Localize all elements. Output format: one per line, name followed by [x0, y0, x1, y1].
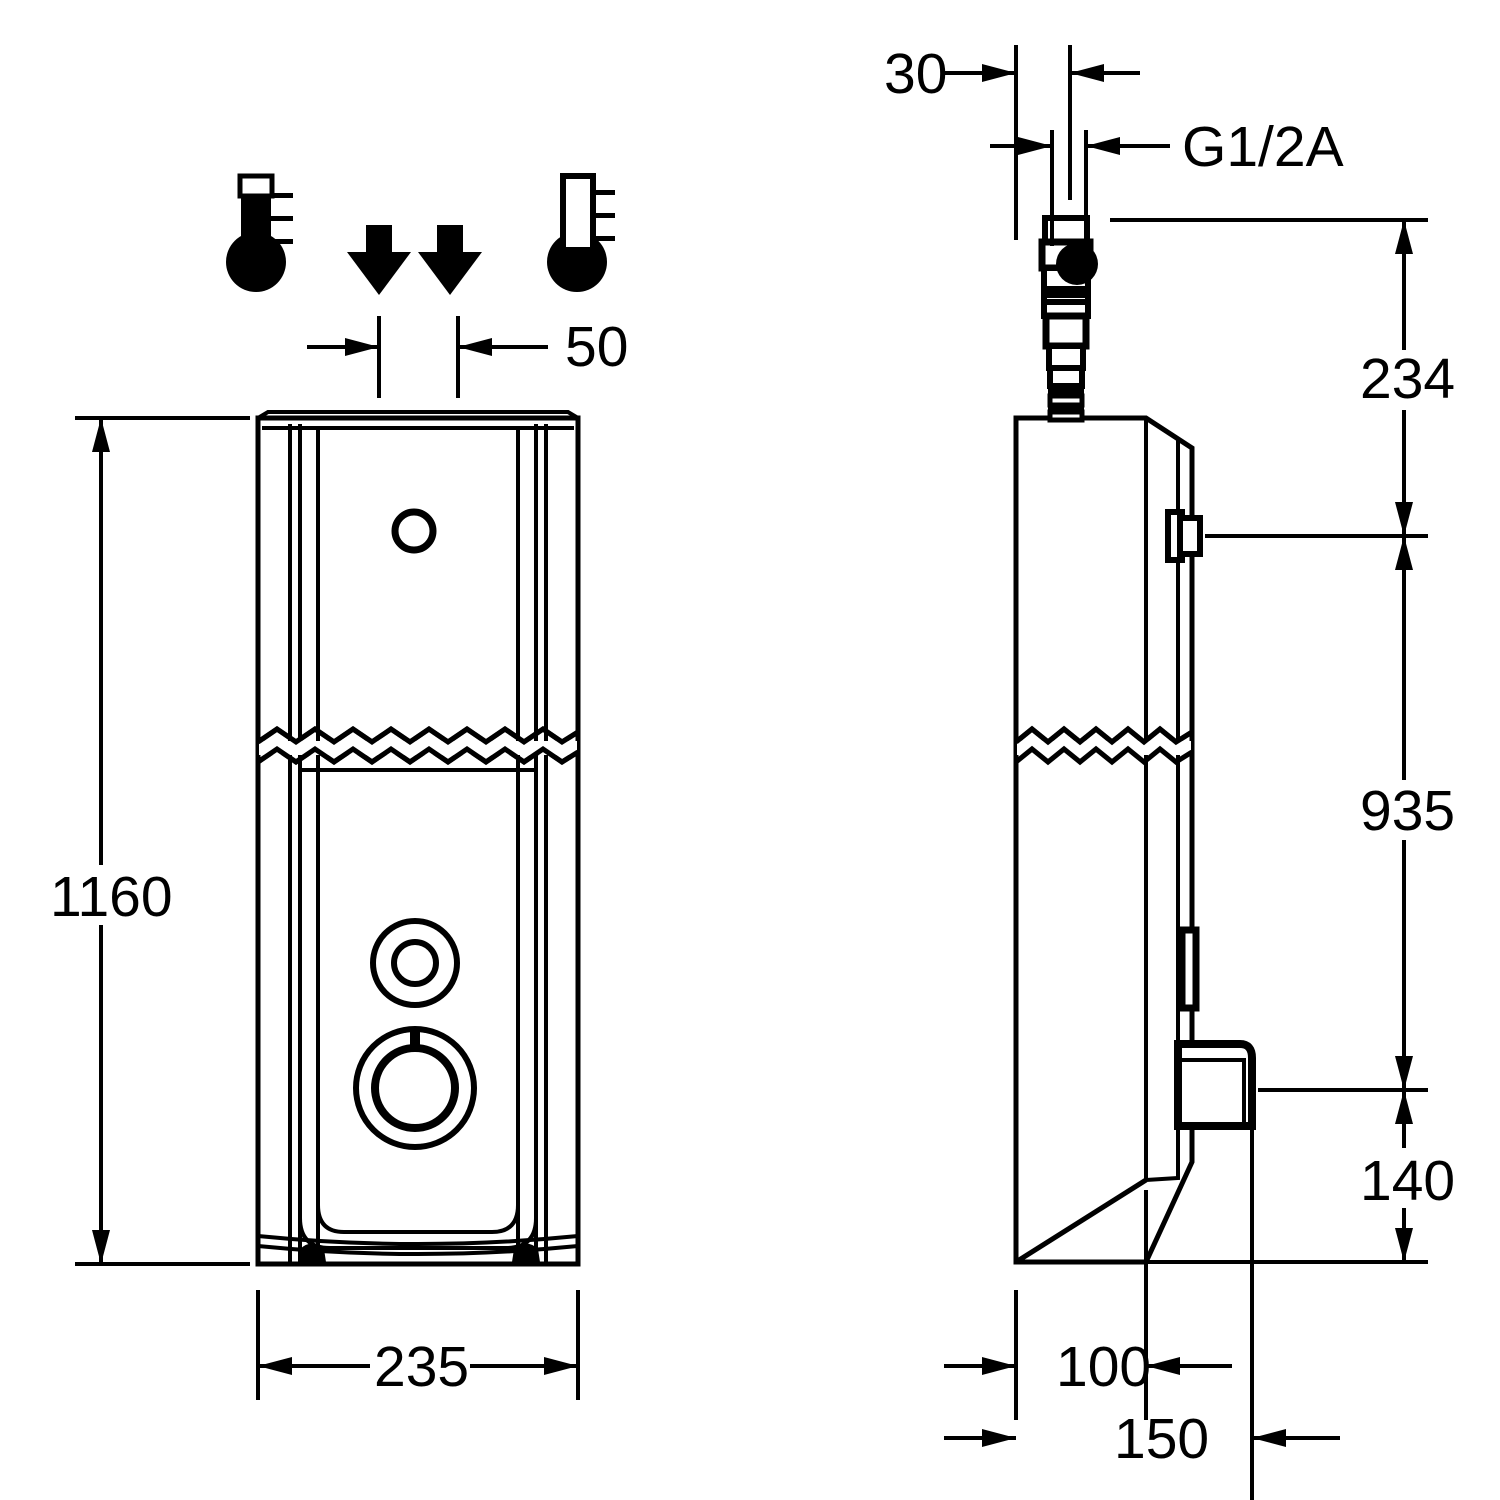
dimension-label-235: 235 [374, 1335, 469, 1399]
dimension-label-150: 150 [1114, 1407, 1209, 1471]
front-view [255, 410, 581, 1267]
front-top-bevel [256, 410, 580, 420]
dimension-label-935: 935 [1360, 779, 1455, 843]
dimension-label-1160: 1160 [50, 865, 173, 929]
break-line [1014, 725, 1194, 766]
dimension-234: 234 [1110, 218, 1455, 538]
dimension-935: 935 [1258, 536, 1455, 1092]
led-indicator-ring [370, 918, 460, 1008]
dimension-140: 140 [1016, 1090, 1455, 1264]
dimension-150: 150 [944, 1130, 1340, 1500]
dimension-label-234: 234 [1360, 347, 1455, 411]
side-view [1013, 215, 1256, 1265]
arrow-down-icon [347, 225, 411, 295]
front-body-outline [255, 415, 581, 1267]
front-bottom-skirt [257, 1234, 579, 1246]
front-sensor-hole [391, 508, 437, 554]
dimension-label-100: 100 [1056, 1335, 1151, 1399]
thermometer-empty-icon [547, 173, 615, 292]
cable-grommet-icon [298, 1243, 326, 1262]
thermometer-filled-icon [226, 173, 293, 292]
cable-grommet-icon [512, 1243, 540, 1262]
arrow-down-icon [418, 225, 482, 295]
dimension-100: 100 [944, 1190, 1232, 1420]
dimension-235: 235 [256, 1290, 580, 1400]
temperature-control-knob[interactable] [353, 1026, 477, 1150]
side-edge-tab [1178, 926, 1200, 1012]
dimension-50: 50 [307, 315, 628, 398]
dimension-thread-size: G1/2A [990, 115, 1344, 246]
side-knob-profile [1174, 1040, 1256, 1130]
front-panel-recess [316, 768, 520, 1234]
knob-pointer-mark [410, 1030, 420, 1052]
break-line [256, 725, 580, 766]
valve-knob-icon [1056, 243, 1098, 285]
dimension-label-50: 50 [565, 315, 628, 379]
front-panel-recess-outer [298, 768, 538, 1250]
dimension-label-g12a: G1/2A [1182, 115, 1344, 179]
side-bottom-slope [1014, 1177, 1148, 1265]
dimension-1160: 1160 [50, 416, 250, 1266]
side-nipple-fitting [1165, 509, 1203, 563]
symbol-row [226, 173, 615, 295]
side-bottom-step [1145, 1160, 1180, 1182]
dimension-label-30: 30 [884, 42, 947, 106]
inlet-valve-assembly [1038, 215, 1098, 423]
dimension-30: 30 [884, 42, 1140, 240]
dimension-label-140: 140 [1360, 1149, 1455, 1213]
